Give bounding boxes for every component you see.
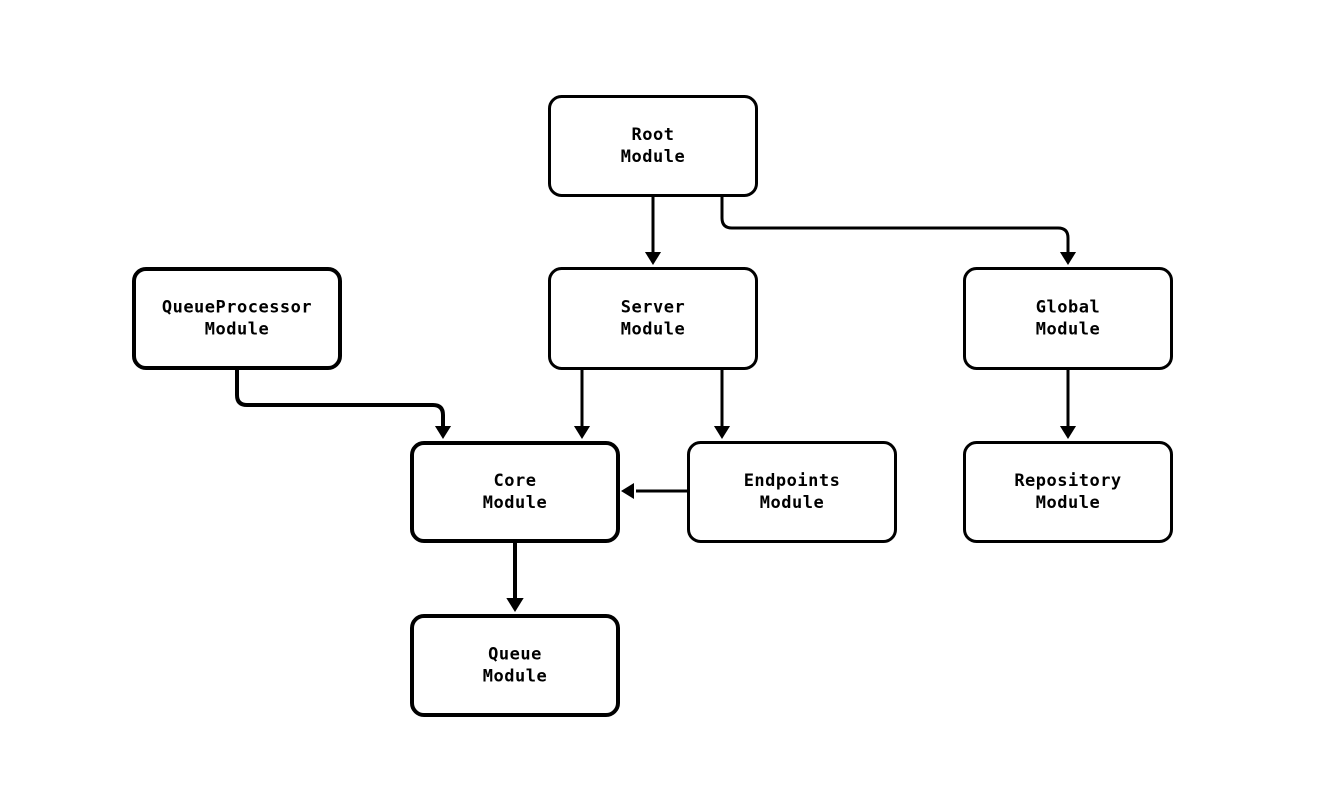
arrowhead-icon	[506, 598, 524, 612]
edge-line	[720, 197, 1070, 252]
node-label-line1: QueueProcessor	[162, 298, 312, 318]
node-label-line1: Repository	[1014, 471, 1121, 491]
node-rect[interactable]	[410, 614, 620, 717]
node-label-line2: Module	[483, 493, 547, 513]
arrowhead-icon	[434, 426, 452, 439]
node-label-line1: Core	[494, 471, 537, 491]
edge-server-to-endpoints: Server Module to Endpoints Module	[713, 370, 731, 439]
arrowhead-icon	[713, 426, 731, 439]
node-rect[interactable]	[132, 267, 342, 370]
edge-root-to-server: Root Module to Server Module	[644, 197, 662, 265]
node-rect[interactable]	[963, 267, 1173, 370]
edge-server-to-core: Server Module to Core Module	[573, 370, 591, 439]
arrowhead-icon	[573, 426, 591, 439]
node-label-line2: Module	[621, 147, 685, 167]
arrowhead-icon	[1059, 426, 1077, 439]
node-label-line2: Module	[760, 493, 824, 513]
edge-core-to-queue: Core Module to Queue Module	[506, 543, 524, 612]
edge-global-to-repository: Global Module to Repository Module	[1059, 370, 1077, 439]
edge-line	[235, 370, 445, 426]
node-rect[interactable]	[687, 441, 897, 543]
node-label-line2: Module	[483, 667, 547, 687]
node-rect[interactable]	[963, 441, 1173, 543]
node-label-line2: Module	[205, 320, 269, 340]
node-label-line1: Global	[1036, 298, 1100, 318]
edge-queueprocessor-to-core: QueueProcessor Module to Core Module	[235, 370, 452, 439]
arrowhead-icon	[1059, 252, 1077, 265]
node-label-line2: Module	[621, 320, 685, 340]
node-rect[interactable]	[410, 441, 620, 543]
arrowhead-icon	[644, 252, 662, 265]
arrowhead-icon	[621, 482, 634, 500]
edge-endpoints-to-core: Endpoints Module to Core Module	[621, 482, 687, 500]
node-label-line1: Endpoints	[744, 471, 841, 491]
node-label-line1: Server	[621, 298, 685, 318]
node-rect[interactable]	[548, 95, 758, 197]
edges-layer: Root Module to Server Module Root Module …	[235, 197, 1077, 612]
node-label-line1: Root	[632, 125, 675, 145]
node-label-line2: Module	[1036, 320, 1100, 340]
node-rect[interactable]	[548, 267, 758, 370]
edge-root-to-global: Root Module to Global Module	[720, 197, 1077, 265]
node-label-line2: Module	[1036, 493, 1100, 513]
node-label-line1: Queue	[488, 645, 542, 665]
